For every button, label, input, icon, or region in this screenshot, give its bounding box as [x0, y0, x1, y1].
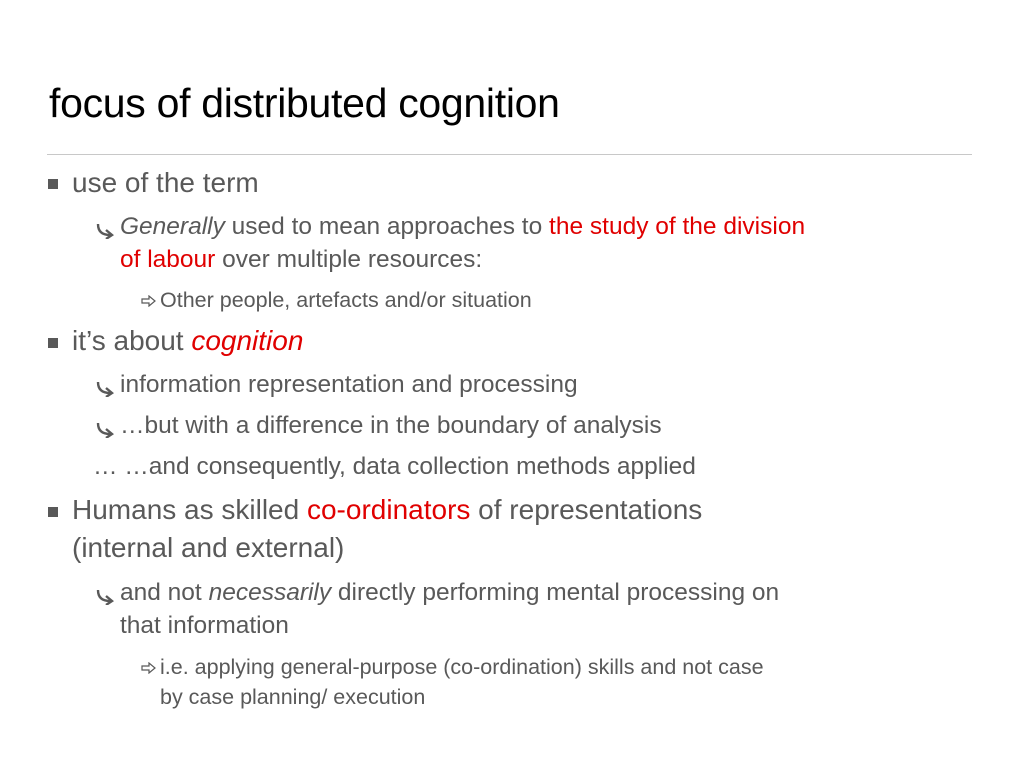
multiple-resources-text: over multiple resources: [215, 246, 483, 273]
coordinators-highlight: co-ordinators [306, 494, 471, 525]
representations-text: of representations [470, 494, 703, 525]
curved-arrow-icon [96, 381, 115, 397]
square-bullet-icon [48, 507, 58, 517]
bullet-data-collection: … …and consequently, data collection met… [93, 453, 696, 480]
bullet-humans-coordinators-line2: (internal and external) [72, 532, 345, 563]
slide-title: focus of distributed cognition [49, 80, 560, 126]
square-bullet-icon [48, 179, 58, 189]
necessarily-emphasis: necessarily [208, 579, 332, 606]
open-arrow-icon [141, 295, 156, 307]
bullet-not-necessarily-line2: that information [120, 612, 289, 639]
bullet-use-of-term: use of the term [72, 167, 259, 198]
humans-text: Humans as skilled [72, 494, 307, 525]
its-about-text: it’s about [72, 325, 192, 356]
cognition-highlight: cognition [191, 325, 304, 356]
bullet-not-necessarily: and not necessarily directly performing … [120, 579, 779, 607]
title-divider [47, 154, 972, 155]
curved-arrow-icon [96, 589, 115, 605]
bullet-other-people: Other people, artefacts and/or situation [160, 288, 532, 312]
curved-arrow-icon [96, 422, 115, 438]
bullet-generally-used-line2: of labour over multiple resources: [120, 246, 482, 274]
bullet-its-about-cognition: it’s about cognition [72, 325, 303, 357]
bullet-humans-coordinators: Humans as skilled co-ordinators of repre… [72, 494, 702, 526]
and-not-text: and not [120, 579, 209, 606]
generally-text: used to mean approaches to [224, 213, 550, 240]
division-of-labour-highlight: the study of the division [549, 213, 806, 240]
bullet-generally-used: Generally used to mean approaches to the… [120, 213, 805, 241]
generally-emphasis: Generally [120, 213, 225, 240]
bullet-general-purpose-skills: i.e. applying general-purpose (co-ordina… [160, 655, 764, 679]
bullet-difference-boundary: …but with a difference in the boundary o… [120, 412, 662, 439]
bullet-general-purpose-skills-line2: by case planning/ execution [160, 685, 426, 709]
square-bullet-icon [48, 338, 58, 348]
curved-arrow-icon [96, 223, 115, 239]
of-labour-highlight: of labour [120, 246, 216, 273]
bullet-information-representation: information representation and processin… [120, 371, 578, 398]
open-arrow-icon [141, 662, 156, 674]
directly-performing-text: directly performing mental processing on [331, 579, 780, 606]
